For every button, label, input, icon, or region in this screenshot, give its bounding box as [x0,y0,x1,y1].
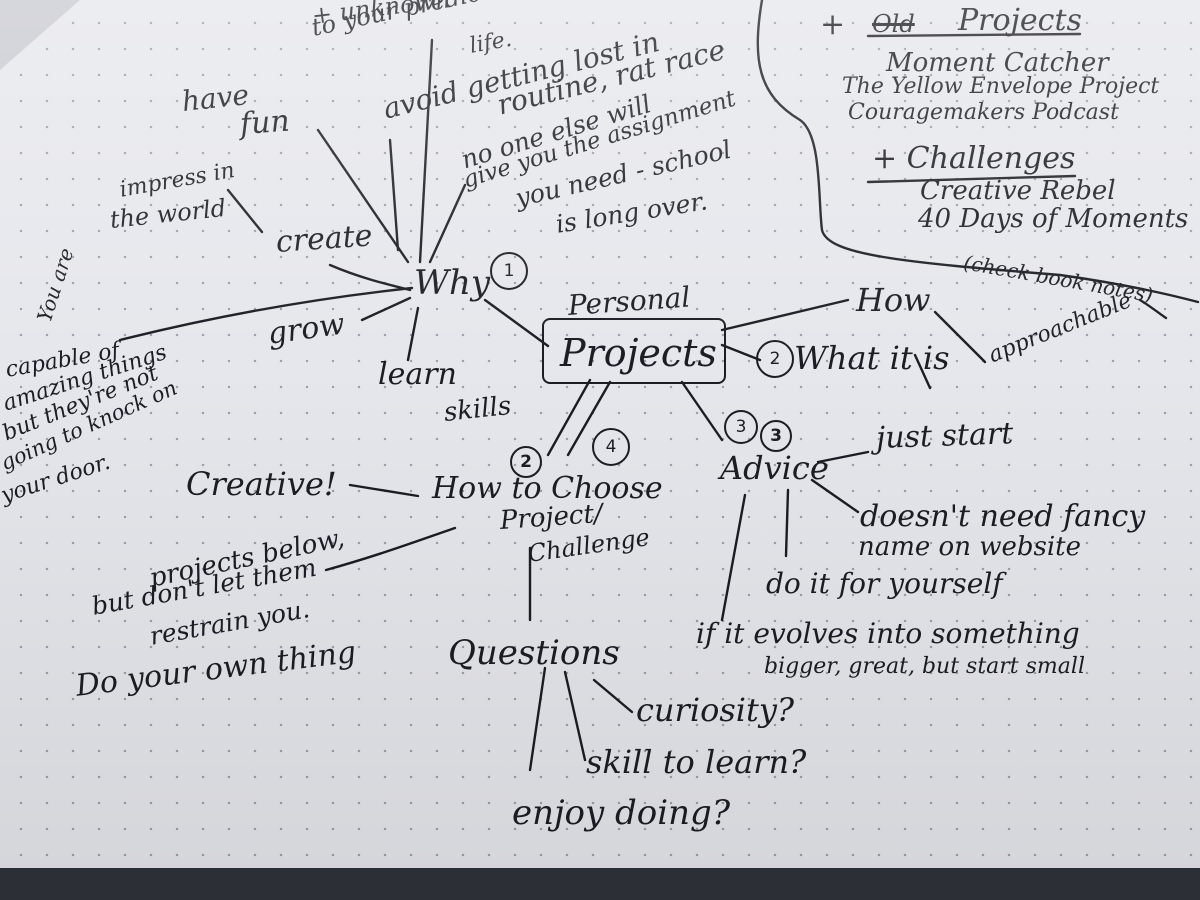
advice-evolves-2: bigger, great, but start small [764,654,1085,679]
connector-advice-evolves [720,493,747,622]
connector-q-curiosity [592,678,634,714]
note-tick [1138,298,1168,320]
connector-why-unknown [418,38,434,264]
advice-evolves-1: if it evolves into something [696,617,1080,650]
advice-fancy-2: name on website [858,532,1081,562]
connector-center-choose-a [546,378,592,457]
table-edge [0,868,1200,900]
center-node-top: Personal [566,280,692,322]
question-skill: skill to learn? [586,743,807,781]
question-curiosity: curiosity? [636,691,795,729]
connector-advice-juststart [816,450,870,464]
connector-what-tick [913,353,932,390]
connector-why-capable [118,286,414,342]
connector-why-center [483,298,550,348]
connector-why-avoid [388,138,400,252]
connector-why-noone [428,183,467,264]
connector-center-choose-b [566,380,612,457]
projects-struck-word: Old [872,10,915,38]
why-item-skills: skills [442,391,513,428]
projects-underline [866,32,1082,38]
why-item-fun: fun [238,103,291,142]
advice-number-badge-b: 3 [760,420,792,452]
center-node-box [542,318,726,384]
challenge-item-2: 40 Days of Moments [918,204,1189,234]
project-item-1: Moment Catcher [886,48,1109,78]
why-item-learn: learn [378,357,457,392]
divider-curve [756,0,1200,304]
connector-choose-below [324,526,457,572]
connector-q-skill [563,670,587,762]
challenges-header: + Challenges [872,141,1076,176]
connector-center-what [720,343,762,362]
how-node-label: How [856,281,931,319]
challenges-underline [866,174,1077,184]
challenge-item-1: Creative Rebel [920,176,1116,206]
why-number-badge: 1 [490,252,528,290]
connector-q-enjoy [528,666,547,772]
connector-why-grow [360,296,412,322]
choose-creative: Creative! [186,465,337,503]
project-item-3: Couragemakers Podcast [848,100,1119,125]
advice-number-badge-a: 3 [724,410,758,444]
connector-advice-fancy [810,478,860,514]
connector-center-advice [680,380,724,442]
projects-plus: + [820,7,846,42]
choose-node-label-1: How to Choose [432,471,663,506]
connector-advice-yourself [784,488,790,558]
why-item-create: create [274,218,374,260]
what-number-badge: 2 [756,340,794,378]
projects-header: Projects [958,3,1082,38]
connector-center-how [720,298,850,332]
advice-fancy-1: doesn't need fancy [860,499,1146,534]
connector-choose-creative [348,483,420,498]
choose-number-badge-a: 2 [510,446,542,478]
connector-how-approachable [933,310,987,364]
project-item-2: The Yellow Envelope Project [842,74,1160,99]
advice-just-start: just start [875,416,1014,456]
connector-why-create [328,263,412,292]
connector-why-fun [316,128,410,264]
connector-why-learn [406,306,420,362]
what-node-label: What it is [794,339,950,377]
advice-node-label: Advice [720,449,829,487]
question-enjoy: enjoy doing? [512,793,731,833]
choose-node-label-2: Project/ [498,498,604,536]
center-node-title: Projects [560,331,717,375]
advice-yourself: do it for yourself [766,567,1003,600]
choose-number-badge-b: 4 [592,428,630,466]
questions-node-label: Questions [448,633,620,673]
why-node-label: Why [414,263,491,303]
connector-why-impress [226,188,264,234]
